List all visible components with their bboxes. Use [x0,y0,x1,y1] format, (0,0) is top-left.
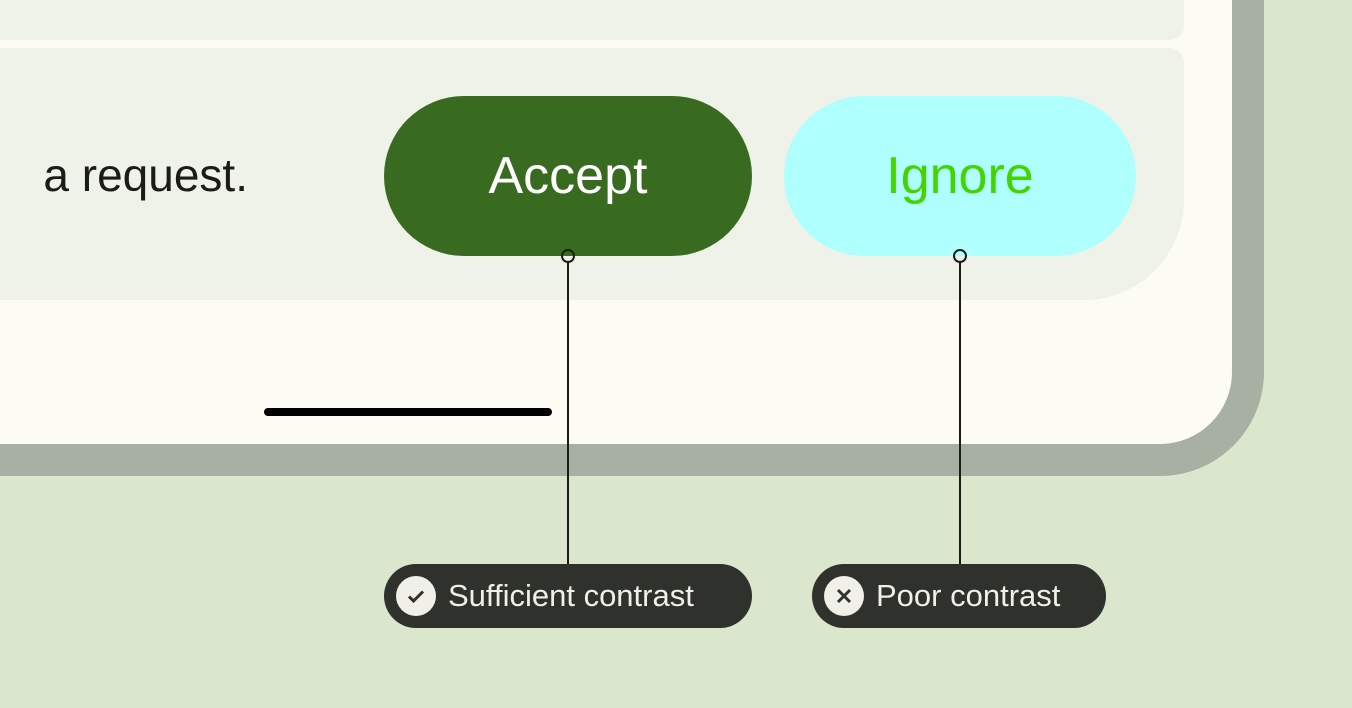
sufficient-contrast-annotation: Sufficient contrast [384,564,752,628]
accept-button[interactable]: Accept [384,96,752,256]
annotation-label: Sufficient contrast [448,578,694,613]
annotation-line [567,262,569,564]
annotation-anchor [561,249,575,263]
check-circle-icon [396,576,436,616]
poor-contrast-annotation: Poor contrast [812,564,1106,628]
annotation-anchor [953,249,967,263]
x-circle-icon [824,576,864,616]
request-message: a request. [43,149,248,201]
ignore-button[interactable]: Ignore [784,96,1136,256]
annotation-line [959,262,961,564]
previous-card [0,0,1184,40]
home-indicator [264,408,552,416]
annotation-label: Poor contrast [876,578,1061,613]
